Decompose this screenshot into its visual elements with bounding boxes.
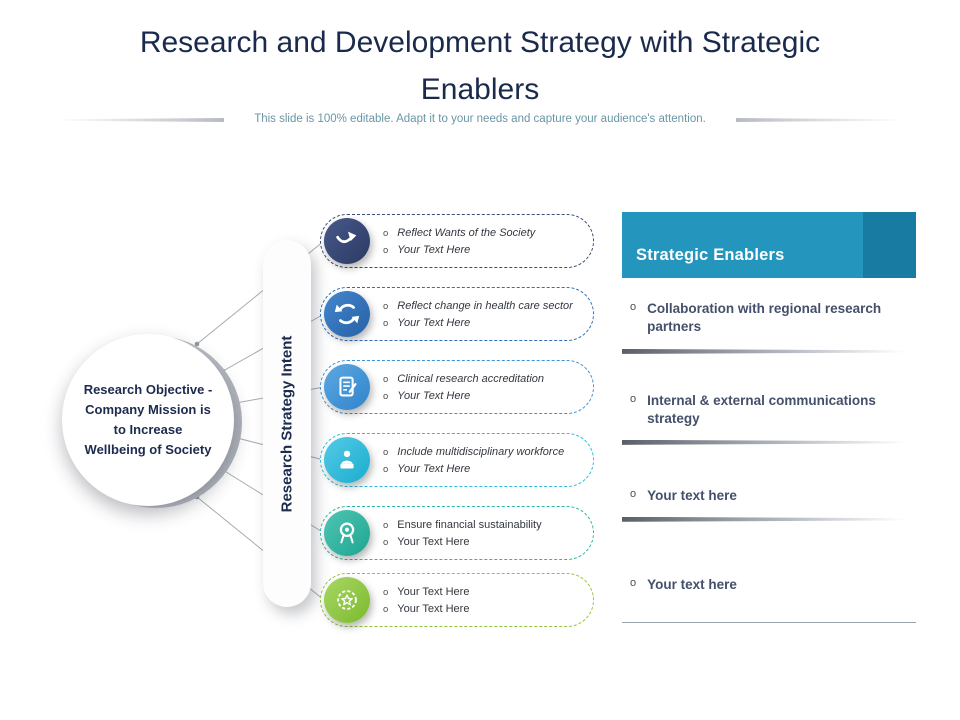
bullet-text: Your Text Here — [397, 462, 471, 475]
bullet-text: Your Text Here — [397, 602, 470, 615]
strategic-enablers-title: Strategic Enablers — [636, 246, 785, 264]
decorative-line-left — [56, 118, 224, 122]
workforce-icon — [324, 437, 370, 483]
strategic-enablers-panel: Strategic Enablers o Collaboration with … — [622, 212, 916, 623]
bullet-text: Your Text Here — [397, 316, 471, 329]
bullet-marker: o — [383, 603, 389, 615]
bullet-marker: o — [383, 519, 389, 531]
enabler-item-3: o Your text here — [622, 487, 916, 505]
bullet-marker: o — [383, 244, 389, 256]
medal-icon — [324, 510, 370, 556]
bullet-text: Reflect change in health care sector — [397, 299, 573, 312]
bullet-marker: o — [383, 373, 389, 385]
slide-title: Research and Development Strategy with S… — [139, 26, 821, 106]
divider-line — [622, 439, 908, 445]
bullet-text: Your Text Here — [397, 243, 471, 256]
bullet-marker: o — [630, 392, 637, 405]
bullet-marker: o — [383, 446, 389, 458]
bullet-marker: o — [630, 487, 637, 500]
strategy-bar-label: Research Strategy Intent — [278, 335, 296, 512]
bullet-text: Clinical research accreditation — [397, 372, 545, 385]
bullet-marker: o — [383, 586, 389, 598]
bullet-text: Your Text Here — [397, 389, 471, 402]
bullet-marker: o — [630, 301, 637, 313]
bullet-text: Include multidisciplinary workforce — [397, 445, 565, 458]
slide-subtitle: This slide is 100% editable. Adapt it to… — [254, 113, 706, 125]
star-badge-icon — [324, 577, 370, 623]
panel-bottom-rule — [622, 621, 916, 623]
bullet-text: Reflect Wants of the Society — [397, 226, 536, 239]
divider-line — [622, 516, 908, 522]
bullet-marker: o — [383, 300, 389, 312]
bullet-marker: o — [630, 576, 637, 589]
decorative-line-right — [736, 118, 904, 122]
strategic-enablers-header: Strategic Enablers — [622, 212, 916, 278]
bullet-text: Ensure financial sustainability — [397, 518, 542, 531]
objective-text: Research Objective - Company Mission is … — [83, 381, 213, 458]
bullet-text: Your Text Here — [397, 535, 470, 548]
bullet-marker: o — [383, 463, 389, 475]
enabler-text: Your text here — [647, 576, 737, 592]
bullet-marker: o — [383, 390, 389, 402]
research-objective-circle: Research Objective - Company Mission is … — [62, 334, 234, 506]
bullet-marker: o — [383, 227, 389, 239]
trend-arrow-icon — [324, 218, 370, 264]
enabler-text: Internal & external communications strat… — [647, 392, 876, 426]
enabler-item-2: o Internal & external communications str… — [622, 392, 916, 428]
enabler-item-4: o Your text here — [622, 576, 916, 594]
bullet-text: Your Text Here — [397, 585, 470, 598]
bullet-marker: o — [383, 317, 389, 329]
refresh-icon — [324, 291, 370, 337]
strategy-intent-bar: Research Strategy Intent — [263, 240, 311, 607]
bullet-marker: o — [383, 536, 389, 548]
enabler-item-1: o Collaboration with regional research p… — [622, 300, 916, 336]
enabler-text: Collaboration with regional research par… — [647, 301, 882, 334]
enabler-text: Your text here — [647, 487, 737, 503]
divider-line — [622, 348, 908, 354]
clipboard-pencil-icon — [324, 364, 370, 410]
